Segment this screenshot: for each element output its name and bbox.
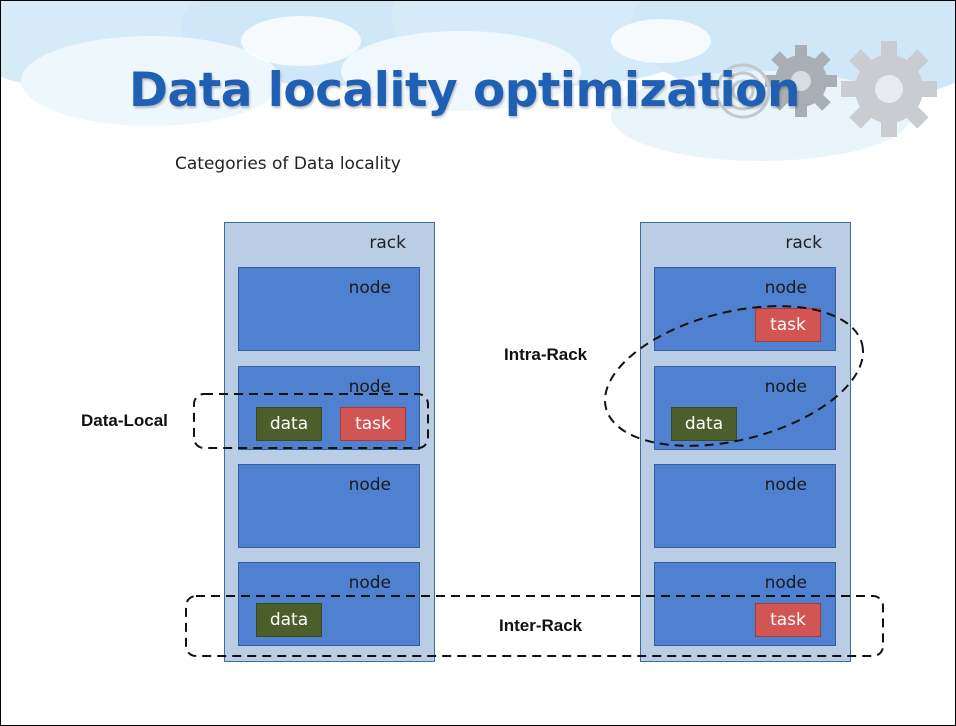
data-block: data <box>256 407 322 441</box>
node: node task <box>654 267 836 351</box>
node-label: node <box>348 573 391 593</box>
inter-rack-label: Inter-Rack <box>499 616 583 635</box>
slide-title: Data locality optimization <box>129 63 800 118</box>
node-label: node <box>348 475 391 495</box>
data-block: data <box>671 407 737 441</box>
rack-right: rack node task node data node node task <box>640 222 851 662</box>
task-block: task <box>340 407 406 441</box>
rack-left: rack node node data task node node data <box>224 222 435 662</box>
node: node <box>654 464 836 548</box>
rack-label: rack <box>785 233 822 253</box>
node: node data task <box>238 366 420 450</box>
node-label: node <box>348 278 391 298</box>
node: node task <box>654 562 836 646</box>
node: node data <box>238 562 420 646</box>
subtitle: Categories of Data locality <box>175 154 401 174</box>
rack-label: rack <box>369 233 406 253</box>
node-label: node <box>348 377 391 397</box>
node-label: node <box>764 573 807 593</box>
task-block: task <box>755 603 821 637</box>
data-block: data <box>256 603 322 637</box>
intra-rack-label: Intra-Rack <box>504 345 588 364</box>
node: node data <box>654 366 836 450</box>
node-label: node <box>764 475 807 495</box>
node-label: node <box>764 377 807 397</box>
data-local-label: Data-Local <box>81 411 168 430</box>
node-label: node <box>764 278 807 298</box>
task-block: task <box>755 308 821 342</box>
node: node <box>238 464 420 548</box>
gear-icon <box>715 41 937 137</box>
node: node <box>238 267 420 351</box>
